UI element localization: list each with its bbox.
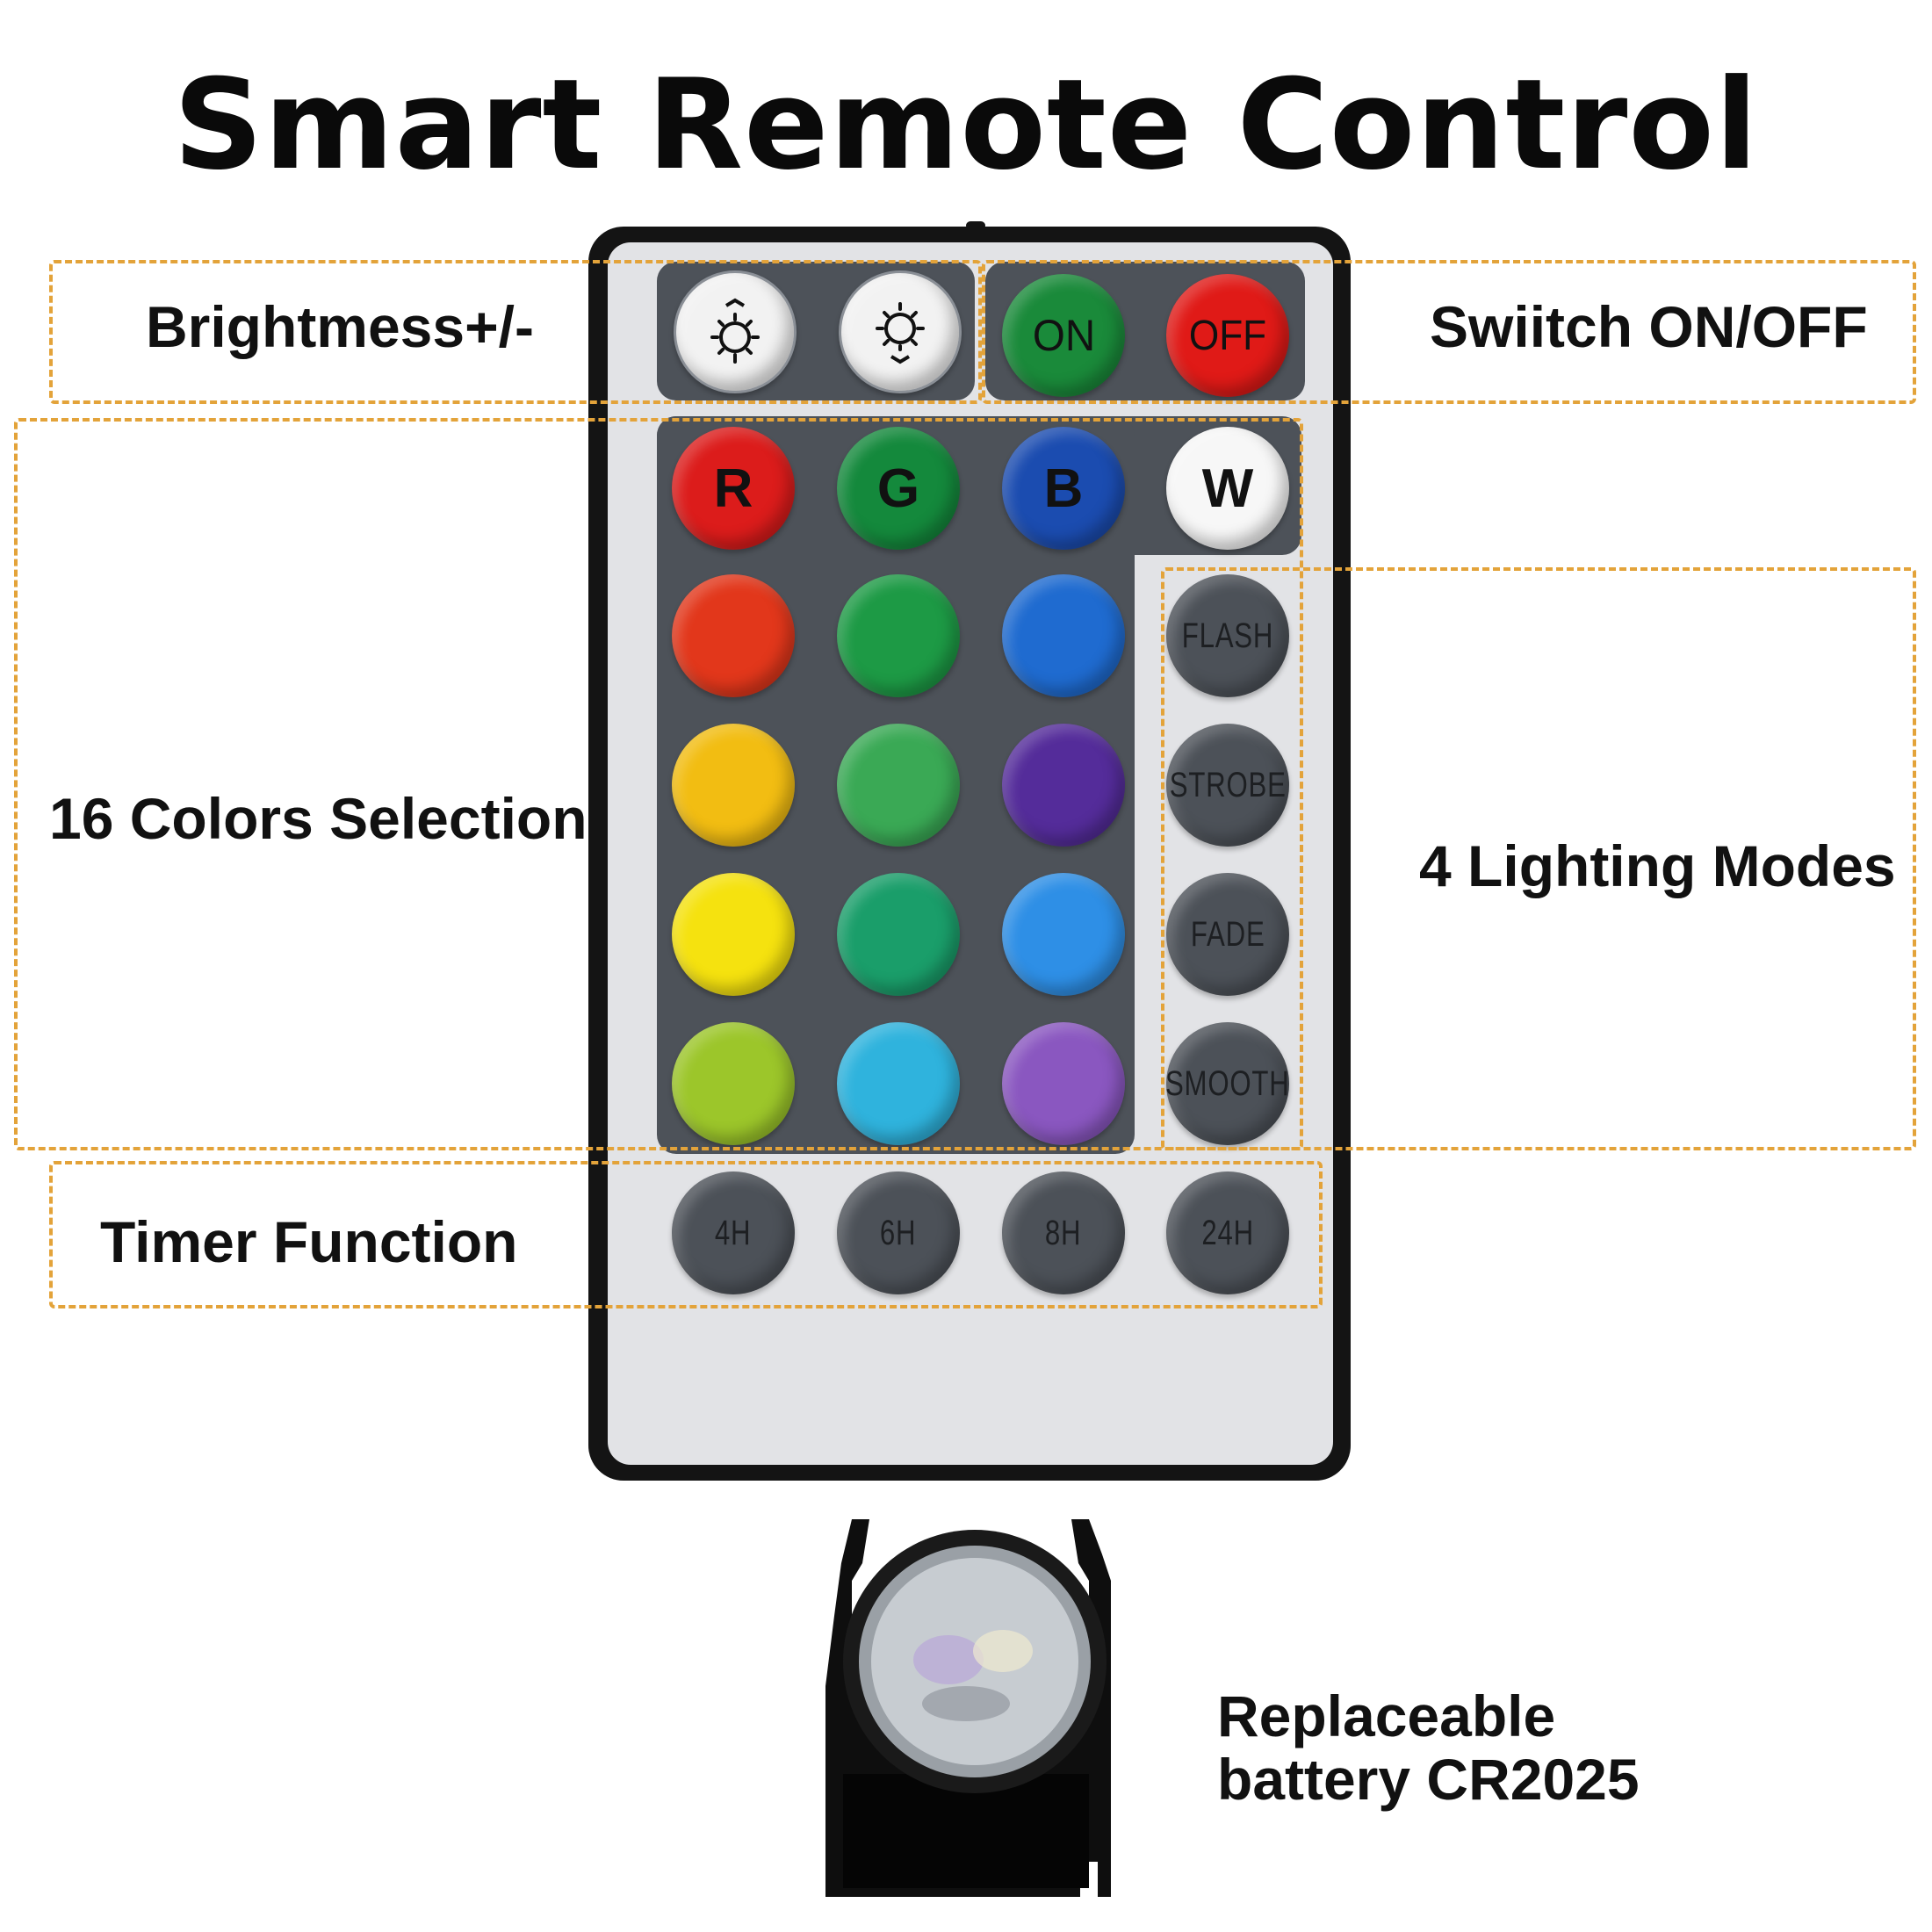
color-button[interactable] bbox=[672, 574, 795, 697]
blue-button[interactable]: B bbox=[1002, 427, 1125, 550]
colors-callout-box bbox=[14, 418, 1303, 1150]
green-button[interactable]: G bbox=[837, 427, 960, 550]
color-button[interactable] bbox=[672, 724, 795, 847]
strobe-button-label: STROBE bbox=[1169, 765, 1287, 804]
timer-4h-button[interactable]: 4H bbox=[672, 1171, 795, 1294]
timer-24h-button[interactable]: 24H bbox=[1166, 1171, 1289, 1294]
color-button[interactable] bbox=[672, 1022, 795, 1145]
green-button-label: G bbox=[876, 458, 920, 519]
color-button[interactable] bbox=[837, 574, 960, 697]
switch-callout-box bbox=[982, 260, 1916, 404]
timer-4h-label: 4H bbox=[715, 1213, 752, 1252]
battery-holder-graphic bbox=[825, 1519, 1111, 1897]
red-button[interactable]: R bbox=[672, 427, 795, 550]
off-button-label: OFF bbox=[1188, 312, 1267, 359]
brightness-up-icon bbox=[710, 298, 760, 364]
brightness-callout-box bbox=[49, 260, 982, 404]
timer-callout-box bbox=[49, 1161, 1323, 1308]
switch-label: Swiitch ON/OFF bbox=[1430, 294, 1868, 359]
timer-24h-label: 24H bbox=[1201, 1213, 1254, 1252]
flash-button-label: FLASH bbox=[1181, 616, 1274, 655]
modes-label: 4 Lighting Modes bbox=[1419, 833, 1896, 898]
timer-6h-button[interactable]: 6H bbox=[837, 1171, 960, 1294]
timer-6h-label: 6H bbox=[880, 1213, 917, 1252]
page-title: Smart Remote Control bbox=[173, 53, 1759, 198]
battery-label-line1: Replaceable bbox=[1217, 1683, 1556, 1748]
off-button[interactable]: OFF bbox=[1166, 274, 1289, 397]
color-button[interactable] bbox=[837, 873, 960, 996]
timer-label: Timer Function bbox=[100, 1209, 518, 1274]
flash-button[interactable]: FLASH bbox=[1166, 574, 1289, 697]
brightness-label: Brightmess+/- bbox=[146, 294, 534, 359]
brightness-up-button[interactable] bbox=[674, 270, 797, 393]
battery-label-line2: battery CR2025 bbox=[1217, 1747, 1640, 1812]
modes-callout-box bbox=[1161, 567, 1916, 1150]
white-button[interactable]: W bbox=[1166, 427, 1289, 550]
color-button[interactable] bbox=[837, 1022, 960, 1145]
color-button[interactable] bbox=[1002, 873, 1125, 996]
on-button-label: ON bbox=[1032, 311, 1095, 360]
on-button[interactable]: ON bbox=[1002, 274, 1125, 397]
fade-button-label: FADE bbox=[1190, 914, 1265, 954]
white-button-label: W bbox=[1201, 458, 1254, 519]
colors-label: 16 Colors Selection bbox=[49, 786, 588, 851]
strobe-button[interactable]: STROBE bbox=[1166, 724, 1289, 847]
blue-button-label: B bbox=[1043, 458, 1084, 519]
color-button[interactable] bbox=[1002, 724, 1125, 847]
battery-holder bbox=[817, 1510, 1133, 1906]
brightness-down-icon bbox=[876, 302, 925, 364]
remote-top-notch bbox=[966, 221, 985, 230]
timer-8h-button[interactable]: 8H bbox=[1002, 1171, 1125, 1294]
color-button[interactable] bbox=[1002, 1022, 1125, 1145]
color-button[interactable] bbox=[1002, 574, 1125, 697]
brightness-down-button[interactable] bbox=[839, 270, 962, 393]
fade-button[interactable]: FADE bbox=[1166, 873, 1289, 996]
smooth-button[interactable]: SMOOTH bbox=[1165, 1022, 1290, 1145]
smooth-button-label: SMOOTH bbox=[1165, 1063, 1290, 1103]
timer-8h-label: 8H bbox=[1045, 1213, 1082, 1252]
color-button[interactable] bbox=[837, 724, 960, 847]
color-button[interactable] bbox=[672, 873, 795, 996]
red-button-label: R bbox=[713, 458, 753, 519]
